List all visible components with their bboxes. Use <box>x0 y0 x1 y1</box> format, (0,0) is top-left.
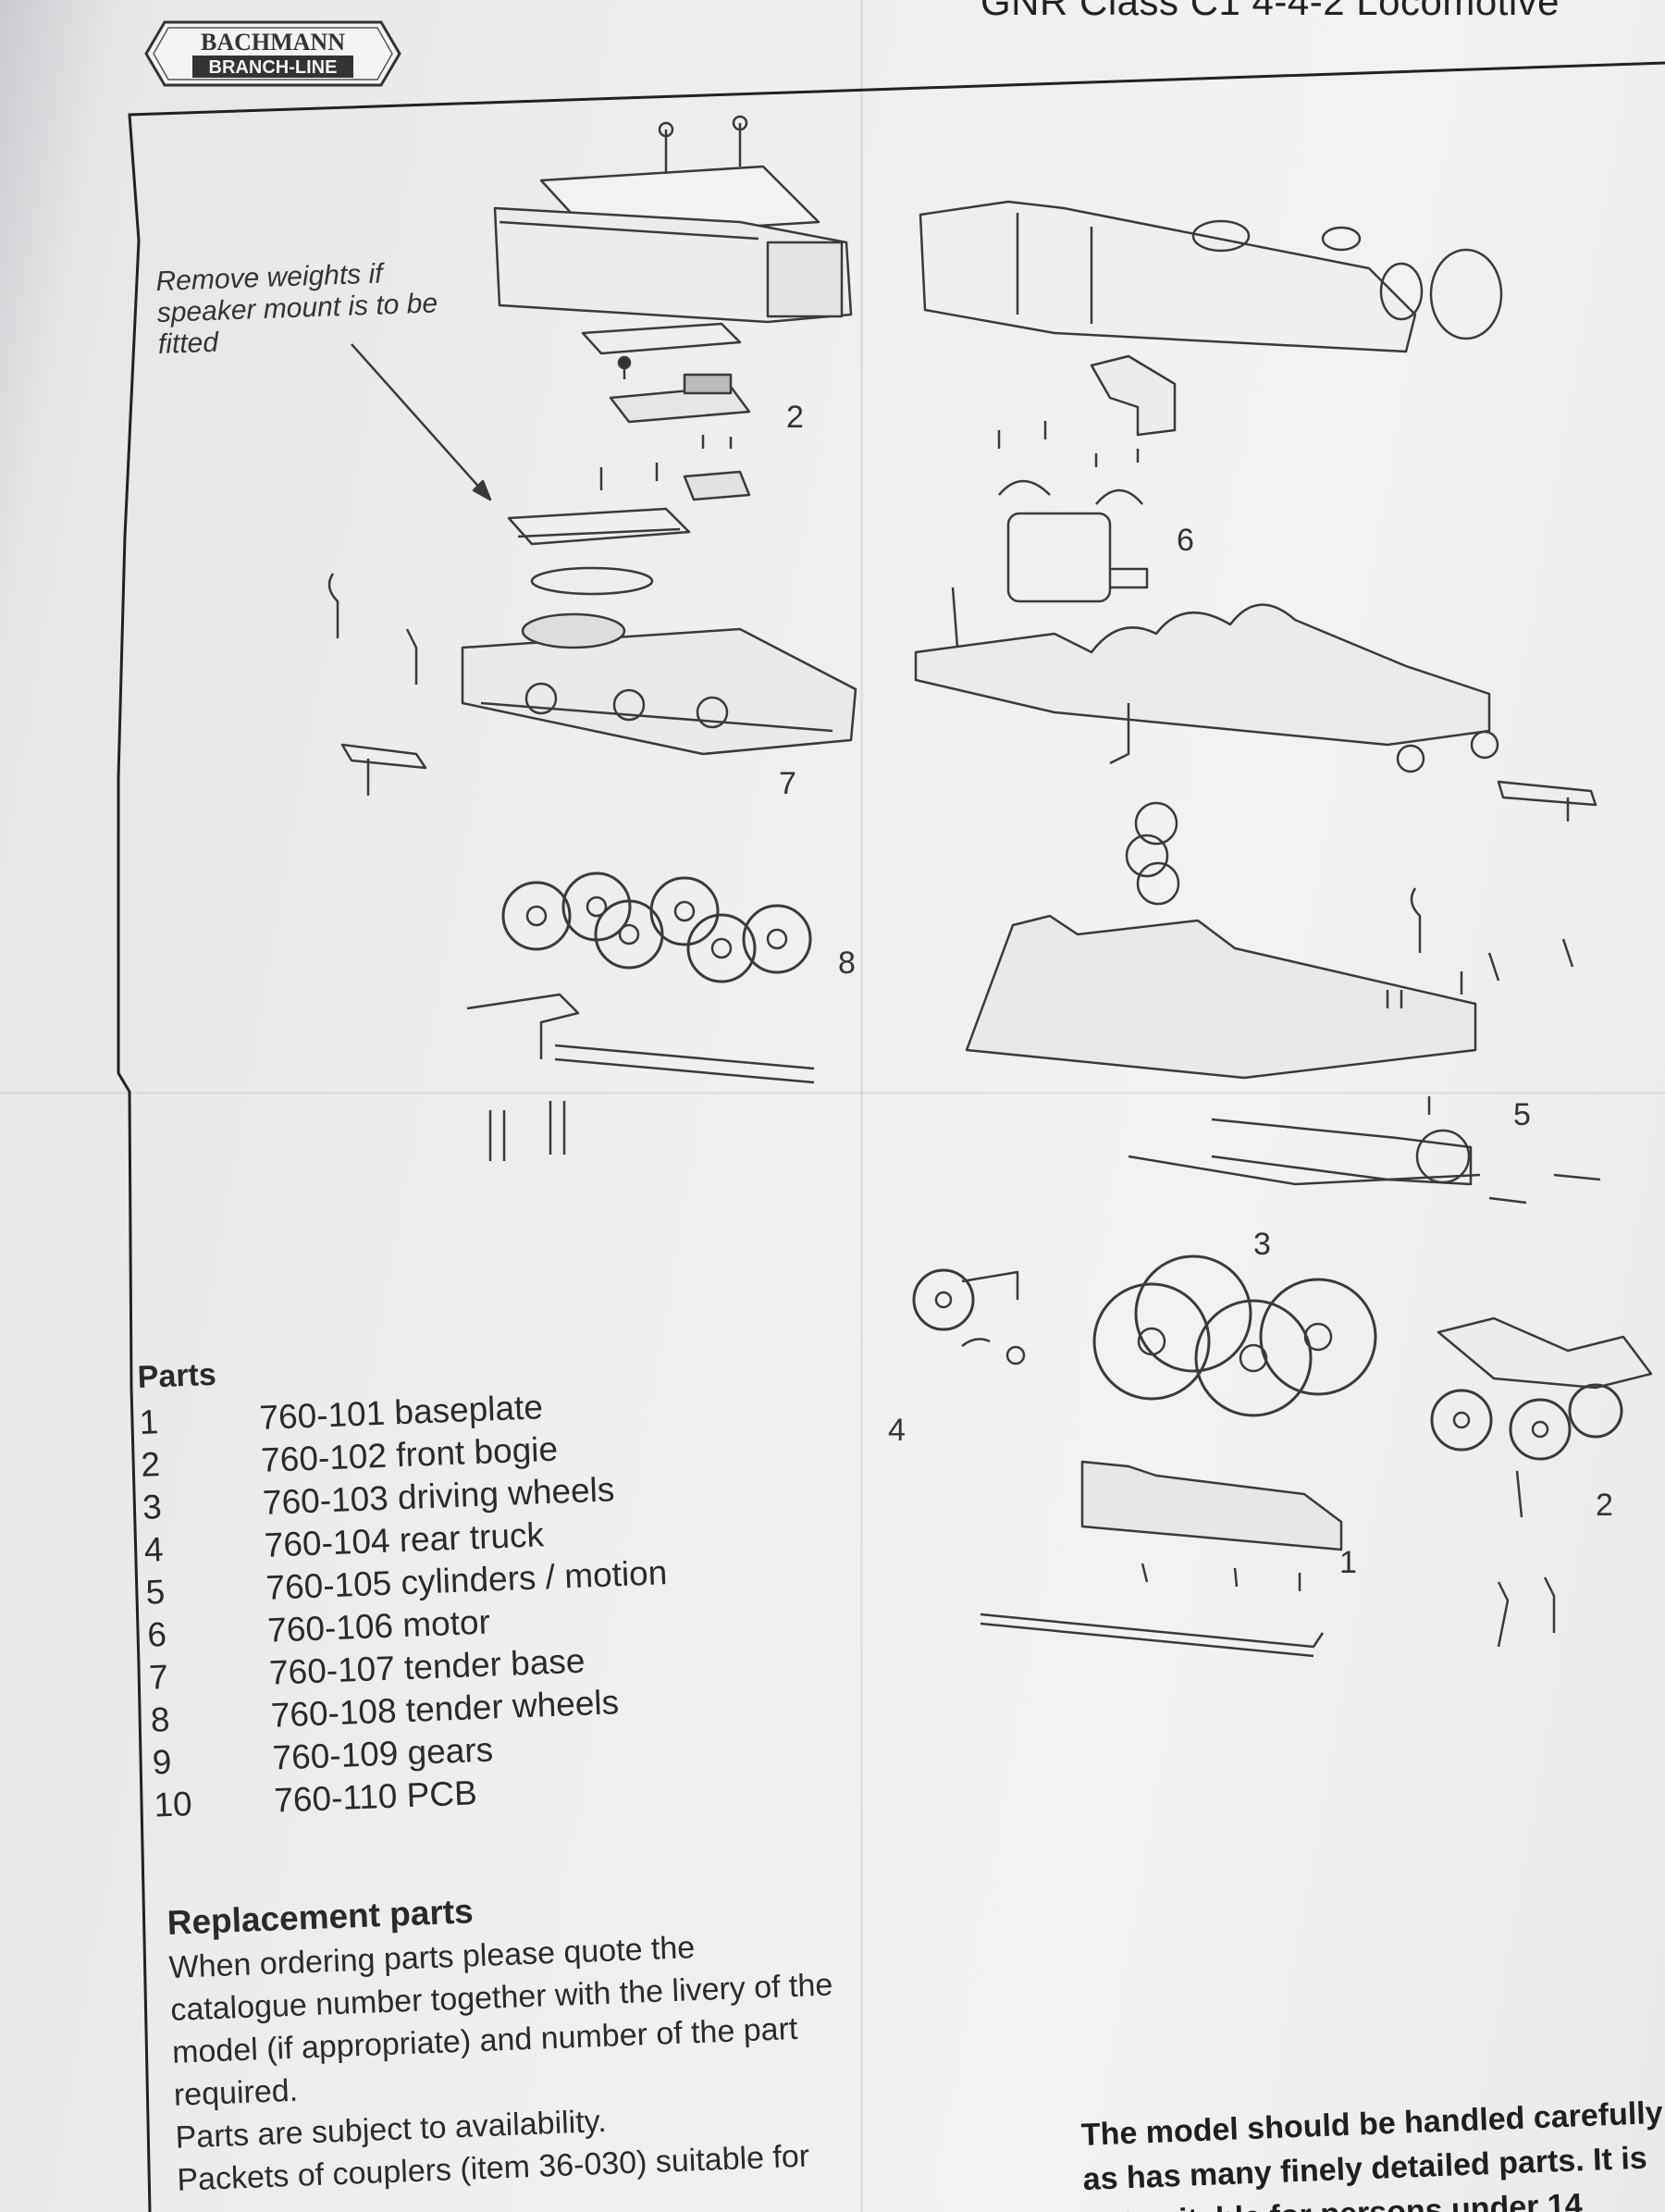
part-number: 1 <box>138 1403 159 1441</box>
cylinders-motion <box>1128 1096 1601 1205</box>
page-title: GNR Class C1 4-4-2 Locomotive <box>980 0 1560 23</box>
label-rear-truck: 4 <box>888 1413 906 1448</box>
part-number: 6 <box>146 1615 167 1654</box>
tender-wheel-set <box>466 871 815 1161</box>
gears <box>1125 801 1180 906</box>
part-name: 760-110 PCB <box>273 1773 478 1820</box>
weights-callout: Remove weights if speaker mount is to be… <box>155 258 438 360</box>
rear-truck <box>912 1268 1026 1366</box>
tender-base <box>461 612 857 756</box>
label-front-bogie: 2 <box>1596 1488 1613 1523</box>
part-number: 5 <box>144 1573 166 1612</box>
loco-chassis <box>914 587 1597 822</box>
label-tender-wheels: 8 <box>838 945 856 981</box>
part-number: 10 <box>153 1785 193 1824</box>
label-motor: 6 <box>1177 523 1194 558</box>
tender-pcb <box>507 322 751 596</box>
label-driving-wheels: 3 <box>1253 1227 1271 1262</box>
replacement-text: When ordering parts please quote the cat… <box>167 1930 833 2113</box>
front-bogie <box>1430 1316 1653 1648</box>
baseplate <box>980 1460 1343 1658</box>
motor <box>997 354 1177 603</box>
bachmann-logo: BACHMANN BRANCH-LINE <box>144 20 401 87</box>
callout-arrow <box>351 343 491 500</box>
brand-bottom-text: BRANCH-LINE <box>209 57 338 78</box>
part-number: 2 <box>140 1445 161 1484</box>
part-number: 7 <box>148 1657 169 1697</box>
label-tender-base: 7 <box>779 766 796 801</box>
label-tender-pcb: 2 <box>786 400 804 435</box>
driving-wheels <box>1092 1254 1377 1417</box>
label-baseplate: 1 <box>1339 1545 1357 1580</box>
part-number: 8 <box>150 1699 171 1739</box>
brand-top-text: BACHMANN <box>201 29 345 56</box>
label-cylinders: 5 <box>1513 1097 1531 1132</box>
loco-body <box>919 200 1503 353</box>
part-number: 4 <box>143 1530 165 1569</box>
part-number: 3 <box>142 1488 163 1526</box>
loco-frames <box>965 887 1574 1080</box>
part-number: 9 <box>151 1742 173 1782</box>
replacement-parts-section: Replacement parts When ordering parts pl… <box>166 1878 844 2201</box>
tender-body <box>493 115 853 324</box>
tender-couplers <box>327 573 427 796</box>
